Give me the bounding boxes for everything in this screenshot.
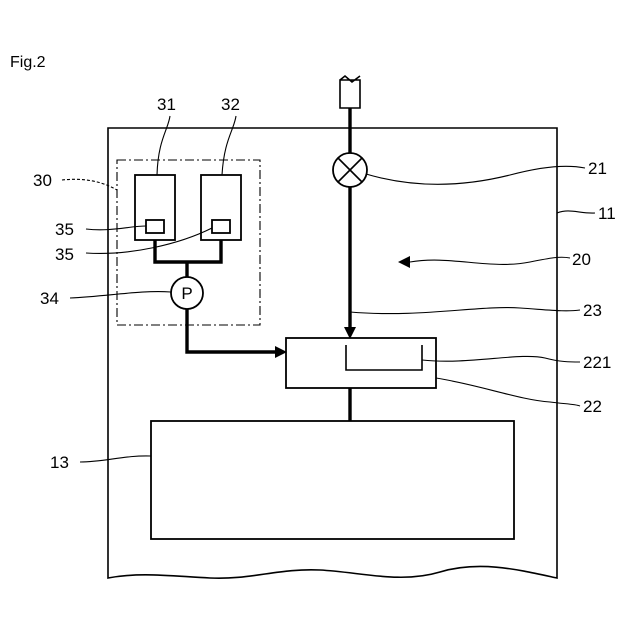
leader-13 [80,456,151,462]
sensor-35-left [146,220,164,233]
leader-11 [557,211,595,213]
pump-symbol: P [181,284,192,303]
figure-title: Fig.2 [10,54,46,71]
pump-outlet-pipe [187,309,276,352]
label-22: 22 [583,397,602,416]
case-22 [286,338,436,388]
leader-32 [222,116,236,175]
label-23: 23 [583,301,602,320]
label-32: 32 [221,95,240,114]
leader-34 [70,292,171,298]
valve-21 [333,153,367,187]
label-35-lower: 35 [55,245,74,264]
leader-22 [436,378,580,406]
hose-connector [340,76,360,108]
leader-23 [350,308,580,314]
tray-13 [151,421,514,539]
label-34: 34 [40,289,59,308]
leader-20 [410,257,570,264]
sensor-35-right [212,220,230,233]
label-20: 20 [572,250,591,269]
label-13: 13 [50,453,69,472]
leader-31 [157,116,170,175]
label-221: 221 [583,353,611,372]
label-11: 11 [598,204,616,223]
leader-20-arrowhead [398,256,410,268]
label-31: 31 [157,95,176,114]
container-manifold [155,240,221,262]
leader-21 [366,166,585,184]
label-35-upper: 35 [55,220,74,239]
label-30: 30 [33,171,52,190]
label-21: 21 [588,159,607,178]
pump-34: P [171,277,203,309]
